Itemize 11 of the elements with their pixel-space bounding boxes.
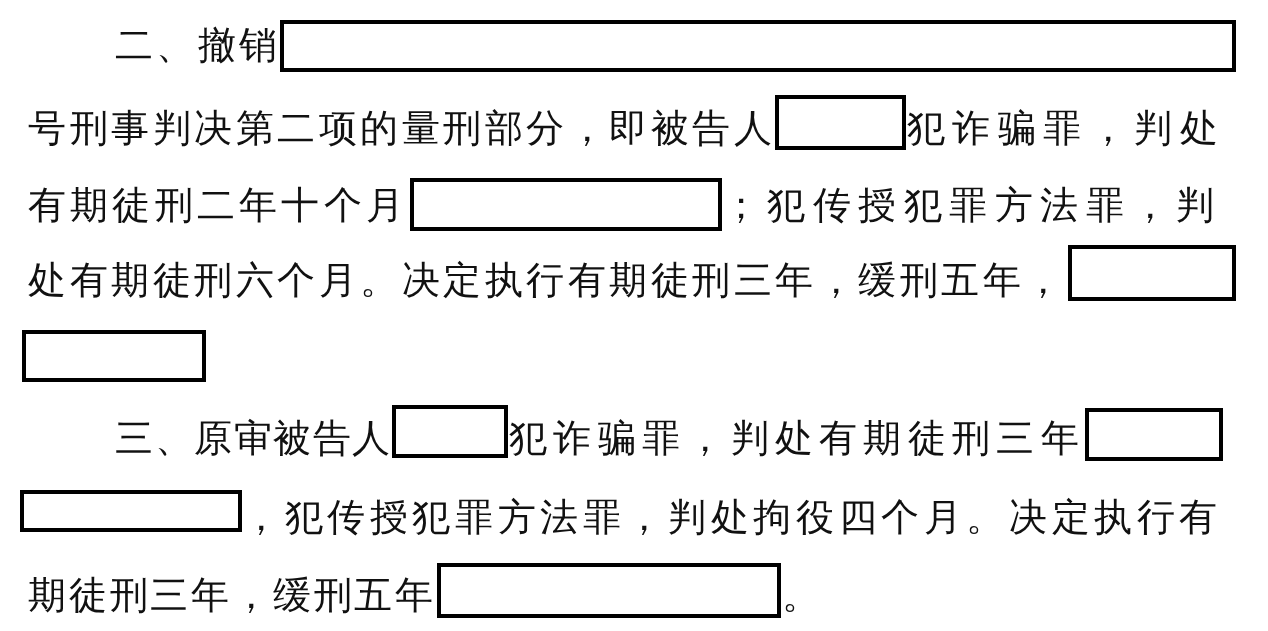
body-text: 处有期徒刑六个月。决定执行有期徒刑三年，缓刑五年， — [28, 257, 1066, 303]
body-text: 犯诈骗罪，判处有期徒刑三年 — [509, 415, 1086, 461]
body-text: ；犯传授犯罪方法罪，判 — [722, 182, 1222, 228]
body-text: 期徒刑三年，缓刑五年 — [28, 572, 436, 618]
body-text: 二、撤销 — [115, 22, 280, 68]
body-text: 犯诈骗罪，判处 — [907, 105, 1225, 151]
body-text: 三、原审被告人 — [115, 415, 392, 461]
body-text: ，犯传授犯罪方法罪，判处拘役四个月。决定执行有 — [242, 494, 1223, 540]
body-text: 号刑事判决第二项的量刑部分，即被告人 — [28, 105, 775, 151]
body-text: 有期徒刑二年十个月 — [28, 182, 408, 228]
body-text: 。 — [782, 572, 822, 618]
